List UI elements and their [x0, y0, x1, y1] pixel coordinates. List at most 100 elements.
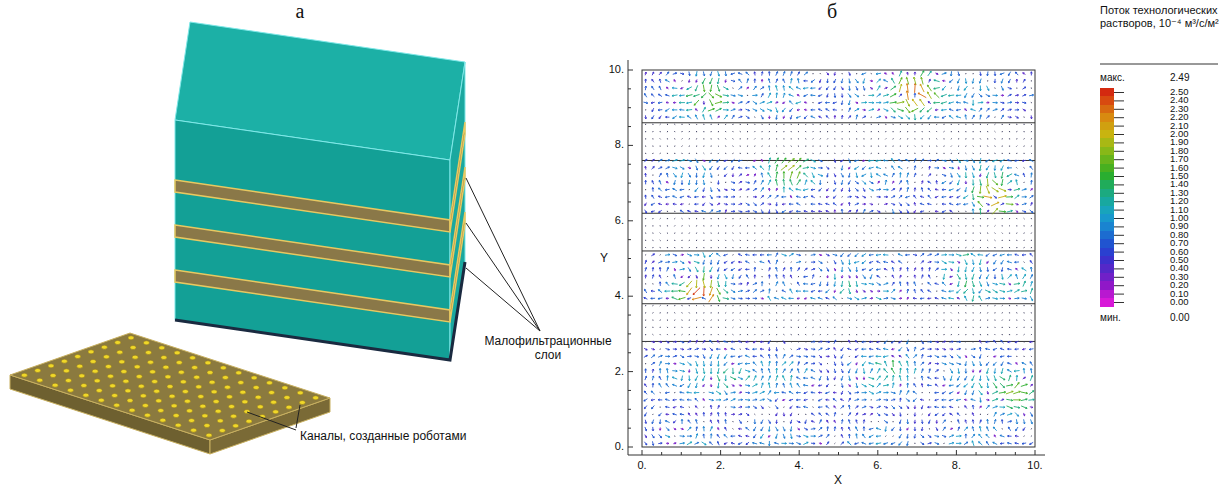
flow-vector: [856, 427, 858, 431]
flow-vector: [717, 288, 721, 294]
flow-vector: [760, 109, 764, 112]
flow-vector: [805, 305, 806, 306]
flow-vector: [710, 99, 713, 105]
channel-hole: [198, 395, 204, 399]
flow-vector: [862, 361, 865, 365]
flow-vector: [745, 406, 750, 408]
flow-vector: [666, 182, 669, 184]
flow-vector: [674, 124, 676, 126]
flow-vector: [644, 391, 647, 394]
flow-vector: [797, 348, 801, 350]
flow-vector: [827, 427, 829, 431]
flow-vector: [819, 334, 821, 335]
flow-vector: [834, 218, 835, 219]
flow-vector: [796, 406, 800, 408]
flow-vector: [855, 348, 858, 350]
flow-vector: [885, 218, 886, 219]
flow-vector: [798, 131, 799, 133]
flow-vector: [666, 109, 670, 112]
flow-vector: [711, 146, 712, 147]
flow-vector: [783, 86, 785, 91]
leader-line: [466, 178, 540, 331]
flow-vector: [710, 182, 711, 183]
axis-tick: [628, 107, 631, 108]
flow-vector: [796, 102, 801, 104]
flow-vector: [710, 233, 711, 234]
flow-vector: [834, 233, 836, 234]
flow-vector: [878, 334, 879, 335]
flow-vector: [856, 377, 858, 380]
flow-vector: [819, 362, 822, 365]
flow-vector: [841, 209, 843, 213]
flow-vector: [796, 254, 800, 256]
axis-tick: [628, 315, 631, 316]
flow-vector: [681, 87, 684, 89]
flow-vector: [689, 124, 691, 125]
flow-vector: [666, 368, 668, 373]
flow-vector: [856, 362, 858, 365]
flow-vector: [790, 108, 793, 111]
flow-vector: [878, 305, 879, 306]
flow-vector: [703, 305, 705, 307]
flow-vector: [767, 254, 772, 256]
flow-vector: [854, 160, 859, 162]
flow-vector: [652, 108, 654, 111]
flow-vector: [848, 384, 850, 386]
flow-vector: [703, 273, 705, 280]
flow-vector: [803, 384, 808, 386]
flow-vector: [710, 377, 712, 380]
flow-vector: [681, 376, 683, 381]
flow-vector: [877, 86, 880, 91]
flow-vector: [718, 361, 720, 366]
flow-vector: [645, 327, 646, 328]
flow-vector: [848, 210, 851, 212]
flow-vector: [805, 153, 806, 154]
flow-vector: [696, 123, 698, 125]
flow-vector: [652, 153, 653, 154]
flow-vector: [883, 384, 889, 386]
flow-vector: [753, 283, 757, 285]
flow-vector: [871, 334, 872, 336]
flow-vector: [689, 138, 690, 139]
flow-vector: [797, 180, 801, 185]
flow-vector: [710, 320, 712, 321]
flow-vector: [804, 210, 808, 212]
flow-vector: [820, 305, 821, 306]
flow-vector: [769, 131, 770, 132]
flow-vector: [659, 267, 661, 271]
flow-vector: [703, 368, 705, 374]
flow-vector: [696, 153, 697, 154]
flow-vector: [674, 240, 675, 241]
flow-vector: [826, 348, 830, 350]
flow-vector: [783, 334, 785, 336]
flow-vector: [790, 101, 793, 105]
flow-vector: [680, 203, 683, 205]
flow-vector: [666, 348, 670, 350]
channel-hole: [128, 336, 134, 340]
flow-vector: [884, 87, 887, 89]
flow-vector: [724, 166, 727, 169]
flow-vector: [658, 290, 662, 293]
flow-vector: [709, 93, 714, 98]
flow-vector: [783, 413, 785, 416]
flow-vector: [797, 369, 799, 373]
flow-vector: [703, 180, 705, 185]
flow-vector: [854, 297, 858, 300]
flow-vector: [739, 368, 741, 373]
flow-vector: [740, 327, 741, 328]
flow-vector: [753, 290, 756, 293]
flow-vector: [877, 290, 880, 292]
flow-vector: [769, 320, 770, 321]
flow-vector: [760, 87, 764, 89]
flow-vector: [666, 341, 669, 343]
flow-vector: [761, 334, 763, 335]
flow-vector: [688, 196, 692, 198]
flow-vector: [739, 181, 742, 183]
flow-vector: [827, 376, 829, 380]
channel-hole: [226, 395, 232, 399]
flow-vector: [769, 233, 770, 234]
flow-vector: [796, 87, 800, 89]
flow-vector: [856, 210, 858, 213]
flow-vector: [717, 434, 719, 437]
flow-vector: [863, 368, 865, 373]
